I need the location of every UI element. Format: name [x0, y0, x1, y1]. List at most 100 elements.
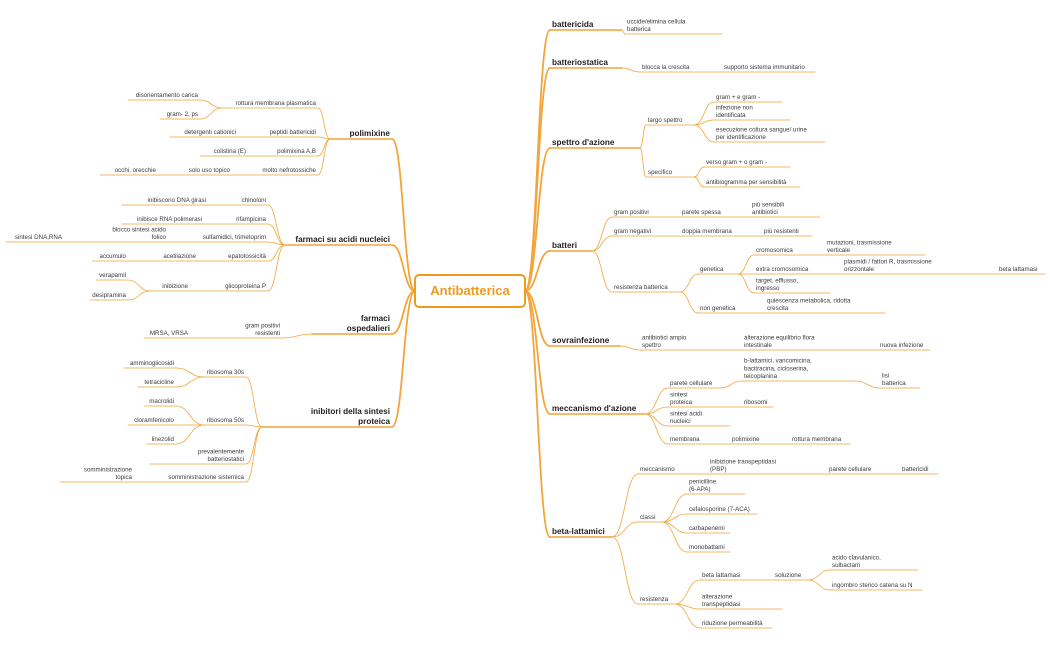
node-non-genetica[interactable]: non genetica [700, 305, 736, 312]
node-batteriostatica[interactable]: batteriostatica [552, 58, 608, 67]
node-parete-spessa[interactable]: parete spessa [682, 209, 721, 216]
node-classi[interactable]: classi [640, 514, 655, 521]
node-beta-lattamici[interactable]: beta-lattamici [552, 527, 605, 536]
node-batteri[interactable]: batteri [552, 241, 577, 250]
node-sulfamidici[interactable]: sulfamidici, trimetoprim [203, 234, 266, 241]
node-resistenza[interactable]: resistenza [640, 596, 669, 603]
node-peptidi[interactable]: peptidi battericidi [270, 129, 316, 136]
node-rottura-membrana[interactable]: rottura membrana [792, 436, 842, 443]
node-rottura-pm[interactable]: rottura membrana plasmatica [236, 100, 317, 107]
node-meccanismo[interactable]: meccanismo [640, 466, 675, 473]
node-cromosomica[interactable]: cromosomica [756, 247, 793, 254]
node-extra-crom[interactable]: extra cromosomica [756, 266, 809, 273]
node-detergenti[interactable]: detergenti cationici [184, 129, 236, 136]
node-resistenza-batt[interactable]: resistenza batterica [614, 284, 668, 291]
node-penicilline[interactable]: penicilline(6-APA) [689, 478, 717, 493]
node-target[interactable]: target, efflusso,ingresso [756, 277, 798, 292]
node-verso-gram[interactable]: verso gram + o gram - [706, 159, 767, 166]
node-verapamil[interactable]: verapamil [99, 272, 126, 279]
node-specifico[interactable]: specifico [648, 169, 673, 176]
node-epatotossicita[interactable]: epatotossicità [228, 253, 266, 260]
node-ingombro[interactable]: ingombro sterico catena su N [832, 582, 912, 589]
node-amminoglicosidi[interactable]: amminoglicosidi [130, 360, 174, 367]
node-sovrainfezione[interactable]: sovrainfezione [552, 336, 610, 345]
node-spettro[interactable]: spettro d'azione [552, 138, 615, 147]
node-ribosoma30[interactable]: ribosoma 30s [207, 369, 244, 376]
node-inib-rna[interactable]: inibisce RNA polimerasi [137, 216, 202, 223]
node-carbapenemi[interactable]: carbapenemi [689, 525, 725, 532]
node-polimixine-leaf[interactable]: polimixine [732, 436, 760, 443]
node-gram-pos[interactable]: gram positivi [614, 209, 649, 216]
node-monobattami[interactable]: monobattami [689, 544, 725, 551]
node-acido-clav[interactable]: acido clavulanico,sulbactam [832, 554, 881, 569]
node-solo-topico[interactable]: solo uso topico [189, 167, 231, 174]
node-inib-transpep[interactable]: inibizione transpeptidasi(PBP) [710, 458, 776, 473]
node-parete-cell[interactable]: parete cellulare [670, 380, 713, 387]
node-soluzione[interactable]: soluzione [775, 572, 802, 579]
node-linezolid[interactable]: linezolid [152, 436, 175, 443]
node-farmaci-acidi[interactable]: farmaci su acidi nucleici [295, 235, 390, 244]
node-polimixine[interactable]: polimixine [350, 129, 391, 138]
root-node[interactable]: Antibatterica [414, 274, 526, 308]
node-desipramina[interactable]: desipramina [92, 292, 126, 299]
node-meccanismo-azione[interactable]: meccanismo d'azione [552, 404, 637, 413]
node-accumulo[interactable]: accumulo [100, 253, 127, 260]
node-ribosomi[interactable]: ribosomi [744, 399, 767, 406]
node-inib-dna[interactable]: inibiscono DNA girasi [148, 197, 206, 204]
node-bs-blocca[interactable]: blocca la crescita [642, 64, 690, 71]
node-riduz-perm[interactable]: riduzione permeabilità [702, 620, 763, 627]
node-tetracicline[interactable]: tetracicline [144, 379, 174, 386]
node-parete-cell2[interactable]: parete cellulare [829, 466, 872, 473]
node-battericida[interactable]: battericida [552, 20, 594, 29]
node-somm-sistemica[interactable]: somministrazione sistemica [168, 474, 244, 481]
node-battericidi[interactable]: battericidi [902, 466, 928, 473]
node-genetica[interactable]: genetica [700, 266, 724, 273]
node-bs-supporto[interactable]: supporto sistema immunitario [724, 64, 805, 71]
node-inibizione[interactable]: inibizione [162, 283, 188, 290]
node-mrsa[interactable]: MRSA, VRSA [150, 330, 189, 337]
node-antibiogramma[interactable]: antibiogramma per sensibilità [706, 179, 787, 186]
node-gram2ps[interactable]: gram- 2, ps [167, 111, 198, 118]
node-beta-latt2[interactable]: beta lattamasi [702, 572, 741, 579]
node-ribosoma50[interactable]: ribosoma 50s [207, 417, 244, 424]
node-cefalosporine[interactable]: cefalosporine (7-ACA) [689, 506, 750, 513]
node-beta-latt-end[interactable]: beta lattamasi [999, 266, 1038, 273]
node-doppia-membrana[interactable]: doppia membrana [682, 228, 732, 235]
node-glicoproteina[interactable]: glicoproteina P [225, 283, 266, 290]
node-colistina[interactable]: colistina (E) [214, 148, 246, 155]
node-cloramfenicolo[interactable]: cloramfenicolo [134, 417, 174, 424]
node-disorientamento[interactable]: disorientamento carica [136, 92, 199, 99]
node-blattamici-list[interactable]: b-lattamici, vancomicina,bacitracina, ci… [744, 358, 812, 381]
node-chinoloni[interactable]: chinoloni [242, 197, 266, 204]
node-macrolidi[interactable]: macrolidi [149, 398, 174, 405]
node-acetilazione[interactable]: acetilazione [163, 253, 196, 260]
node-polimixina-ab[interactable]: polimixina A,B [277, 148, 316, 155]
node-nefrotossiche[interactable]: molto nefrotossiche [262, 167, 316, 174]
node-rifampicina[interactable]: rifampicina [236, 216, 266, 223]
node-membrana[interactable]: membrana [670, 436, 700, 443]
node-piu-resistenti[interactable]: più resistenti [764, 228, 799, 235]
node-gram-pm[interactable]: gram + e gram - [716, 94, 760, 101]
node-occhi[interactable]: occhi, orecchie [115, 167, 157, 174]
node-nuova-infez[interactable]: nuova infezione [880, 342, 924, 349]
node-gram-neg[interactable]: gram negativi [614, 228, 651, 235]
